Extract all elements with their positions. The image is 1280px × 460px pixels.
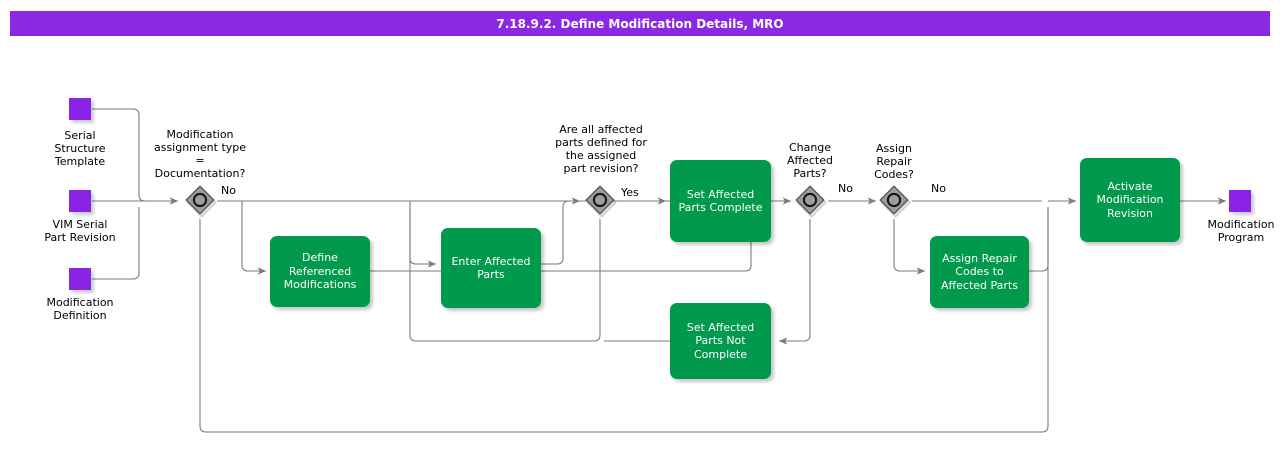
data-object-label-modification-definition: Modification Definition	[46, 296, 114, 322]
flow-gw3-yes-to-not-complete	[778, 219, 811, 345]
task-set-affected-parts-complete[interactable]: Set Affected Parts Complete	[670, 160, 771, 242]
data-object-serial-structure-template[interactable]	[69, 98, 91, 120]
gateway-label-modification-assignment-type: Modification assignment type = Documenta…	[153, 128, 247, 180]
flow-label-gw1-no: No	[221, 184, 236, 197]
flow-label-gw3-no: No	[838, 182, 853, 195]
flow-gw4-yes-to-assign-repair	[893, 219, 926, 275]
data-object-label-serial-structure-template: Serial Structure Template	[54, 129, 106, 168]
flow-label-gw2-yes: Yes	[621, 186, 639, 199]
data-object-label-vim-serial-part-revision: VIM Serial Part Revision	[44, 218, 116, 244]
task-assign-repair-codes-to-affected-parts[interactable]: Assign Repair Codes to Affected Parts	[930, 236, 1029, 308]
title-bar: 7.18.9.2. Define Modification Details, M…	[10, 11, 1270, 36]
gateway-all-affected-parts-defined[interactable]	[583, 184, 617, 218]
flow-gw1-to-define-referenced	[241, 201, 267, 275]
data-object-vim-serial-part-revision[interactable]	[69, 190, 91, 212]
data-object-modification-program[interactable]	[1229, 190, 1251, 212]
data-object-label-modification-program: Modification Program	[1207, 218, 1275, 244]
page-title: 7.18.9.2. Define Modification Details, M…	[496, 16, 784, 31]
flow-enter-affected-parts-rejoin	[541, 197, 581, 265]
flow-to-enter-affected-parts	[409, 201, 437, 268]
flow-label-gw4-no: No	[931, 182, 946, 195]
task-activate-modification-revision[interactable]: Activate Modification Revision	[1080, 158, 1180, 242]
gateway-label-all-affected-parts-defined: Are all affected parts defined for the a…	[555, 123, 647, 175]
gateway-assign-repair-codes[interactable]	[877, 184, 911, 218]
task-define-referenced-modifications[interactable]: Define Referenced Modifications	[270, 236, 370, 307]
task-set-affected-parts-not-complete[interactable]: Set Affected Parts Not Complete	[670, 303, 771, 379]
gateway-modification-assignment-type[interactable]	[183, 184, 217, 218]
task-enter-affected-parts[interactable]: Enter Affected Parts	[441, 228, 541, 308]
gateway-label-change-affected-parts: Change Affected Parts?	[787, 141, 833, 180]
flow-assign-repair-rejoin	[1029, 207, 1049, 272]
gateway-change-affected-parts[interactable]	[793, 184, 827, 218]
gateway-label-assign-repair-codes: Assign Repair Codes?	[874, 142, 914, 181]
data-object-modification-definition[interactable]	[69, 268, 91, 290]
